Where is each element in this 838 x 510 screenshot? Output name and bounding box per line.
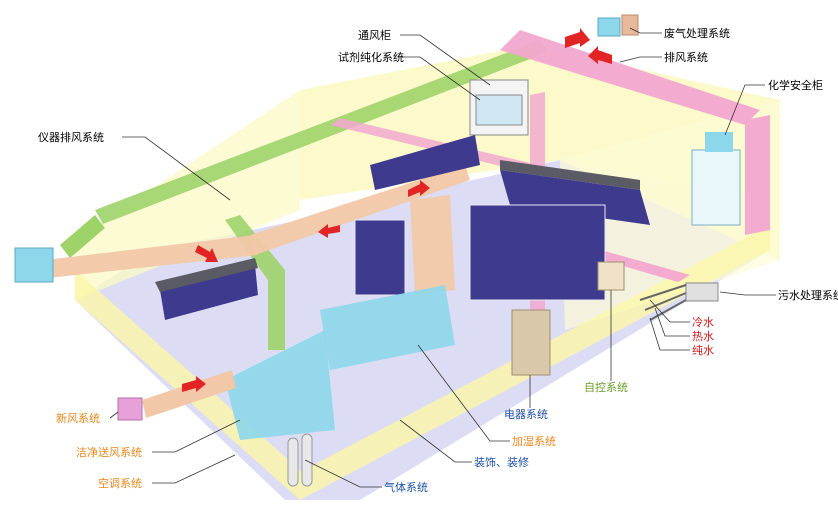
leader-lines [109, 27, 776, 488]
leader-sewage [719, 291, 776, 296]
control-panel [597, 261, 625, 291]
tall-cabinet-row [469, 204, 606, 301]
peach-duct-left [45, 235, 258, 278]
label-pure-water: 纯水 [692, 344, 714, 357]
label-humidify: 加湿系统 [512, 435, 556, 448]
sewage-unit [685, 282, 719, 302]
airflow-arrow-1 [565, 28, 590, 48]
leader-aircon [152, 454, 236, 484]
leader-cold [649, 299, 690, 323]
airflow-arrow-2 [588, 46, 612, 64]
left-bench [160, 265, 258, 320]
left-wall [75, 90, 300, 300]
control-cabinet [511, 309, 551, 376]
label-fresh-air: 新风系统 [56, 412, 100, 425]
label-clean-supply: 洁净送风系统 [76, 446, 142, 459]
label-aircon: 空调系统 [98, 477, 142, 490]
label-chem-cabinet: 化学安全柜 [768, 79, 823, 92]
green-duct-left [60, 215, 105, 258]
island-bench [500, 170, 650, 225]
gas-cylinder-1 [287, 437, 299, 487]
chemical-cabinet-top [705, 132, 733, 152]
label-cold-water: 冷水 [692, 316, 714, 329]
leader-fume-hood [400, 34, 491, 86]
label-decoration: 装饰、装修 [474, 456, 529, 469]
label-fume-hood: 通风柜 [358, 29, 391, 42]
outdoor-unit-left [14, 247, 54, 283]
label-waste-gas: 废气处理系统 [664, 27, 730, 40]
clean-supply-unit [225, 330, 335, 440]
leader-exhaust [619, 56, 662, 63]
label-electrical: 电器系统 [504, 408, 548, 421]
leader-reagent [400, 56, 481, 101]
leader-hot [654, 307, 690, 337]
left-bench-top [155, 258, 258, 292]
back-bench [370, 135, 480, 190]
water-pipe-hot [644, 292, 687, 311]
label-exhaust: 排风系统 [664, 51, 708, 64]
leader-fresh-air [109, 411, 119, 419]
leader-gas [304, 459, 382, 488]
leader-decoration [399, 419, 472, 463]
waste-gas-unit [597, 17, 621, 37]
fresh-air-inlet [117, 397, 143, 421]
waste-gas-fan [621, 14, 639, 36]
tall-cabinet-left [354, 219, 406, 296]
airflow-arrow-6 [182, 376, 206, 392]
leader-chem [724, 84, 765, 136]
fresh-air-duct [142, 370, 236, 418]
fume-hood-glass [475, 94, 523, 126]
label-auto-control: 自控系统 [584, 381, 628, 394]
island-bench-top [500, 160, 640, 190]
airflow-arrow-3 [408, 180, 430, 197]
leader-pure [649, 317, 690, 351]
leader-waste-gas [629, 27, 662, 34]
label-reagent-purification: 试剂纯化系统 [338, 51, 404, 64]
leader-clean-supply [152, 419, 241, 453]
pink-duct-top [500, 30, 760, 125]
pink-duct-down [745, 115, 770, 235]
airflow-arrow-4 [318, 224, 340, 238]
label-instrument-exhaust: 仪器排风系统 [38, 131, 104, 144]
label-sewage: 污水处理系统 [778, 289, 838, 302]
peach-duct-drop [410, 195, 455, 295]
leader-humidify [417, 344, 510, 442]
chemical-cabinet [691, 149, 741, 226]
label-gas: 气体系统 [384, 481, 428, 494]
label-hot-water: 热水 [692, 330, 714, 343]
water-pipe-cold [639, 284, 687, 301]
airflow-arrow-5 [195, 245, 218, 262]
leader-instrument [122, 136, 231, 201]
water-pipe-pure [649, 299, 687, 321]
green-duct-main [95, 40, 548, 224]
green-duct-down [225, 215, 285, 350]
gas-cylinder-2 [301, 433, 313, 487]
